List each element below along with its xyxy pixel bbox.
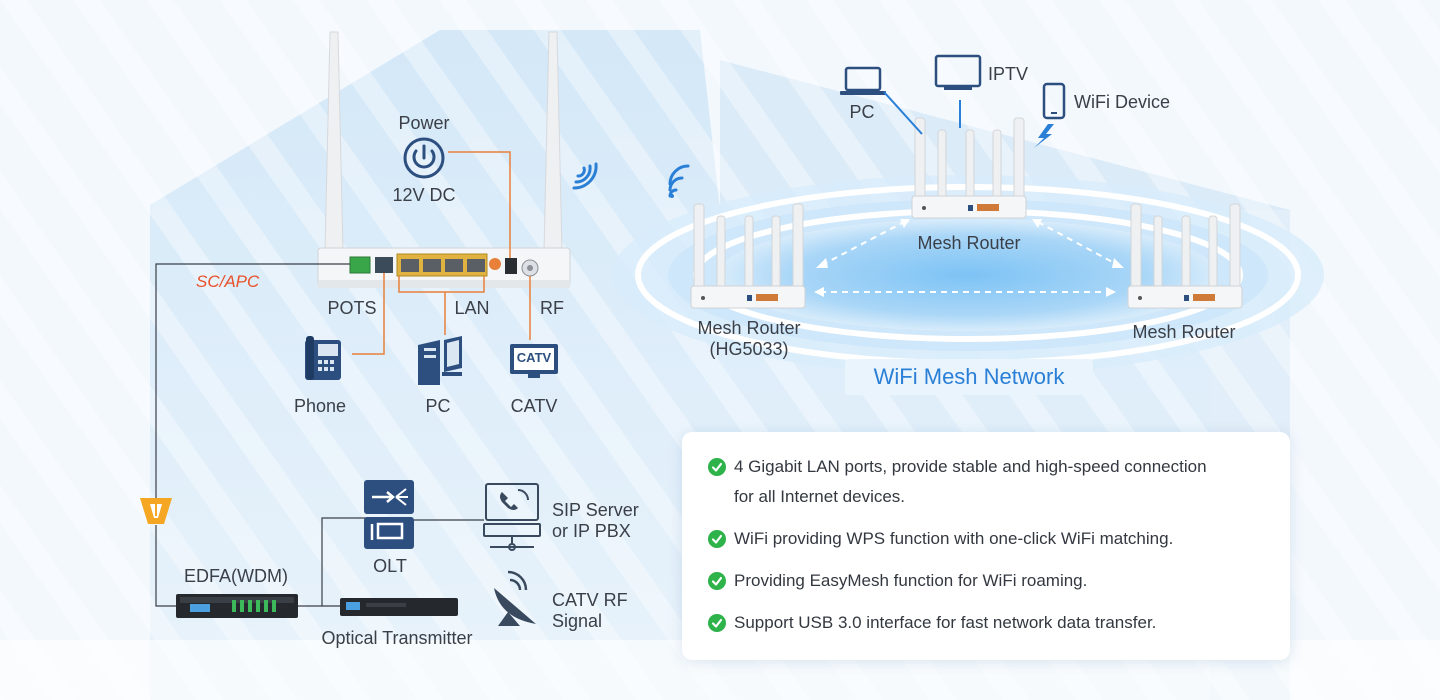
catv-rf-line1: CATV RF bbox=[552, 590, 628, 610]
mesh-router-left-icon bbox=[690, 203, 806, 309]
olt-icon bbox=[364, 480, 414, 549]
wifi-waves-icon bbox=[572, 162, 598, 190]
mesh-router-left-label: Mesh Router (HG5033) bbox=[697, 318, 800, 359]
feature-text-line2: for all Internet devices. bbox=[734, 487, 906, 506]
sc-apc-label: SC/APC bbox=[196, 272, 260, 291]
iptv-label: IPTV bbox=[988, 64, 1029, 84]
feature-text-line1: Support USB 3.0 interface for fast netwo… bbox=[734, 613, 1157, 632]
feature-text-line1: Providing EasyMesh function for WiFi roa… bbox=[734, 571, 1088, 590]
catv-tv-icon bbox=[510, 344, 558, 378]
tv-icon bbox=[934, 54, 982, 90]
check-icon bbox=[708, 530, 726, 548]
mesh-router-left-line1: Mesh Router bbox=[697, 318, 801, 338]
feature-panel: 4 Gigabit LAN ports, provide stable and … bbox=[682, 432, 1290, 660]
lightning-icon bbox=[1034, 124, 1054, 148]
lan-label: LAN bbox=[454, 298, 490, 318]
wifi-mesh-network-banner: WiFi Mesh Network bbox=[845, 359, 1093, 395]
feature-item: Providing EasyMesh function for WiFi roa… bbox=[708, 566, 1268, 596]
optical-transmitter-icon bbox=[340, 598, 458, 616]
mesh-router-right-label: Mesh Router bbox=[1132, 322, 1236, 342]
wifi-signal-icon bbox=[668, 164, 690, 198]
feature-text-line1: WiFi providing WPS function with one-cli… bbox=[734, 529, 1174, 548]
olt-label: OLT bbox=[373, 556, 407, 576]
feature-item: WiFi providing WPS function with one-cli… bbox=[708, 524, 1268, 554]
check-icon bbox=[708, 614, 726, 632]
rf-label: RF bbox=[540, 298, 564, 318]
mesh-router-left-line2: (HG5033) bbox=[709, 338, 789, 359]
wifi-device-label: WiFi Device bbox=[1074, 92, 1171, 112]
smartphone-icon bbox=[1042, 82, 1066, 120]
laptop-icon bbox=[840, 66, 886, 95]
sip-server-line1: SIP Server bbox=[552, 500, 639, 520]
mesh-router-top-icon bbox=[911, 117, 1027, 219]
edfa-rack-icon bbox=[176, 594, 298, 618]
phone-icon bbox=[305, 336, 341, 380]
feature-item: Support USB 3.0 interface for fast netwo… bbox=[708, 608, 1268, 638]
edfa-label: EDFA(WDM) bbox=[184, 566, 288, 586]
check-icon bbox=[708, 458, 726, 476]
pots-label: POTS bbox=[327, 298, 377, 318]
feature-list: 4 Gigabit LAN ports, provide stable and … bbox=[708, 452, 1268, 650]
catv-label: CATV bbox=[510, 396, 558, 416]
sip-server-icon bbox=[483, 483, 541, 551]
sip-server-line2: or IP PBX bbox=[552, 520, 631, 541]
catv-rf-line2: Signal bbox=[552, 610, 603, 631]
mesh-router-top-label: Mesh Router bbox=[917, 233, 1021, 253]
satellite-dish-icon bbox=[494, 570, 536, 626]
sip-server-label: SIP Server or IP PBX bbox=[552, 500, 639, 541]
optical-transmitter-label: Optical Transmitter bbox=[321, 628, 473, 648]
feature-text-line1: 4 Gigabit LAN ports, provide stable and … bbox=[734, 457, 1207, 476]
pc-tower-icon bbox=[418, 336, 462, 385]
mesh-router-right-icon bbox=[1127, 203, 1243, 309]
power-label: Power bbox=[398, 113, 450, 133]
mesh-pc-label: PC bbox=[849, 102, 875, 122]
feature-item: 4 Gigabit LAN ports, provide stable and … bbox=[708, 452, 1268, 512]
pc-label: PC bbox=[425, 396, 451, 416]
fiber-connector-icon bbox=[140, 498, 172, 524]
power-icon bbox=[403, 137, 445, 179]
power-voltage-label: 12V DC bbox=[392, 185, 456, 205]
phone-label: Phone bbox=[293, 396, 347, 416]
catv-screen-text: CATV bbox=[516, 350, 552, 365]
catv-rf-label: CATV RF Signal bbox=[552, 590, 628, 631]
check-icon bbox=[708, 572, 726, 590]
